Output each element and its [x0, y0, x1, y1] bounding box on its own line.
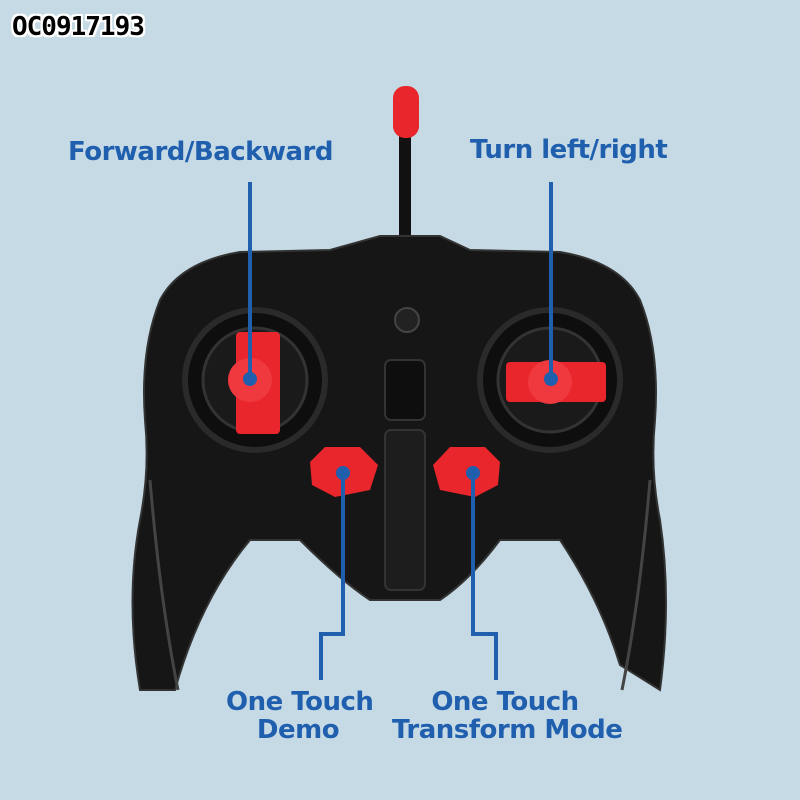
callout-line [471, 473, 475, 635]
antenna-tip [393, 86, 419, 138]
callout-line [319, 632, 323, 680]
callout-dot [544, 372, 558, 386]
callout-line [471, 632, 497, 636]
callout-one-touch-demo: One Touch Demo [226, 687, 374, 745]
product-code: OC0917193 [12, 12, 145, 42]
callout-line [248, 182, 252, 378]
callout-line [319, 632, 345, 636]
callout-line [549, 182, 553, 378]
callout-dot [243, 372, 257, 386]
callout-line [341, 473, 345, 635]
callout-one-touch-transform-mode: One Touch Transform Mode [392, 687, 623, 745]
callout-forward-backward: Forward/Backward [68, 137, 333, 167]
callout-line [494, 632, 498, 680]
antenna [399, 130, 411, 250]
callout-turn-left-right: Turn left/right [470, 135, 668, 165]
